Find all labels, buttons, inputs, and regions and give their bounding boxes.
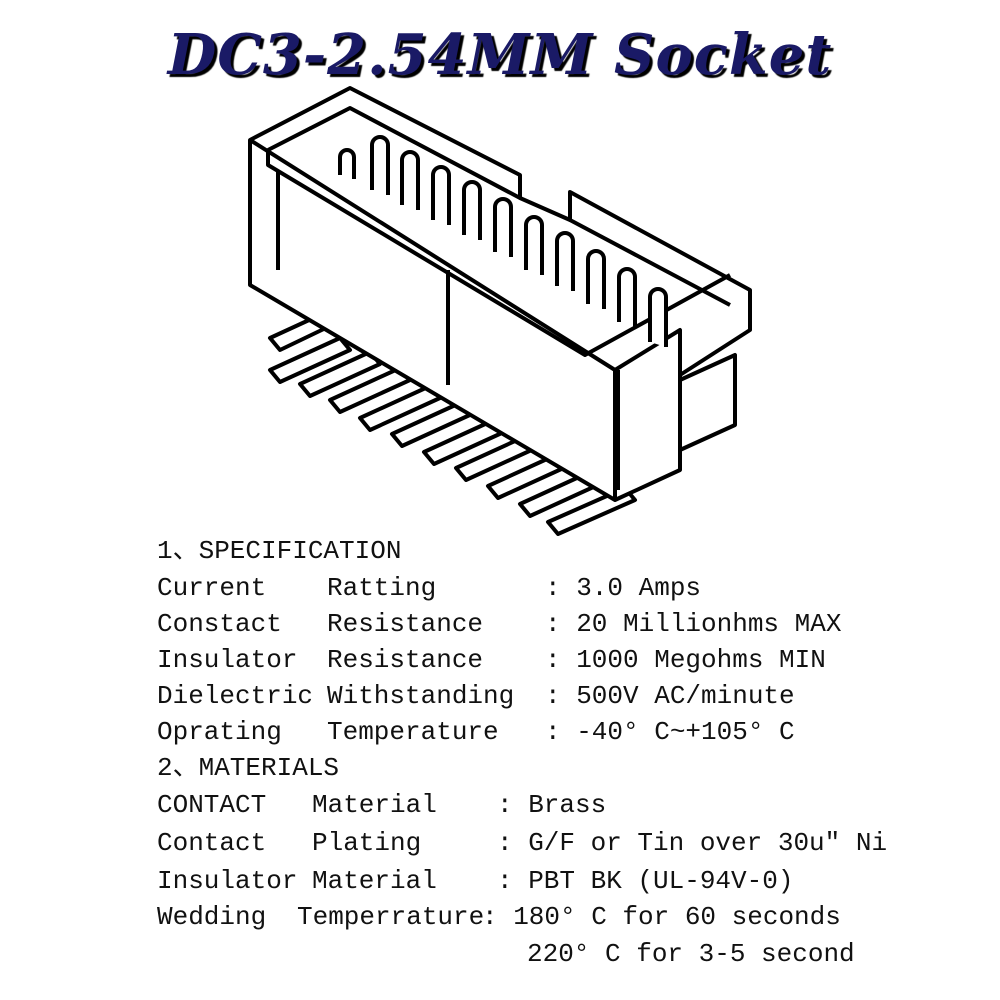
material-label: Wedding — [157, 902, 267, 932]
spec-value: : -40° C~+105° C — [545, 717, 795, 747]
spec-label: Temperature — [327, 717, 499, 747]
spec-label: Oprating — [157, 717, 282, 747]
spec-row: Current Ratting : 3.0 Amps — [157, 570, 701, 606]
spec-label: Withstanding — [327, 681, 515, 711]
material-value: : G/F or Tin over 30u″ Ni — [497, 828, 888, 858]
material-label: Plating — [312, 828, 422, 858]
spec-row: Dielectric Withstanding : 500V AC/minute — [157, 678, 795, 714]
material-row: Wedding Temperrature: 180° C for 60 secon… — [157, 899, 841, 935]
spec-row: Constact Resistance : 20 Millionhms MAX — [157, 606, 841, 642]
material-value: 220° C for 3-5 second — [527, 939, 855, 969]
spec-label: Resistance — [327, 609, 484, 639]
page-title: DC3-2.54MM Socket — [167, 22, 833, 88]
spec-value: : 20 Millionhms MAX — [545, 609, 842, 639]
spec-label: Dielectric — [157, 681, 314, 711]
spec-value: : 1000 Megohms MIN — [545, 645, 826, 675]
material-label: CONTACT — [157, 790, 267, 820]
material-label: Material — [312, 866, 437, 896]
materials-heading: 2、MATERIALS — [157, 753, 340, 783]
material-value: : PBT BK (UL-94V-0) — [497, 866, 794, 896]
material-value: : Brass — [497, 790, 607, 820]
spec-label: Ratting — [327, 573, 437, 603]
socket-connector-drawing — [248, 86, 752, 536]
material-row: Insulator Material : PBT BK (UL-94V-0) — [157, 863, 793, 899]
spec-label: Resistance — [327, 645, 484, 675]
material-row: Contact Plating : G/F or Tin over 30u″ Ni — [157, 825, 887, 861]
spec-label: Insulator — [157, 645, 298, 675]
material-row: CONTACT Material : Brass — [157, 787, 606, 823]
spec-heading: 1、SPECIFICATION — [157, 536, 402, 566]
spec-row: Insulator Resistance : 1000 Megohms MIN — [157, 642, 826, 678]
spec-row: Oprating Temperature : -40° C~+105° C — [157, 714, 795, 750]
material-label: Temperrature — [297, 902, 485, 932]
housing-outer — [248, 86, 752, 502]
material-value: : 180° C for 60 seconds — [482, 902, 841, 932]
spec-label: Constact — [157, 609, 282, 639]
spec-value: : 3.0 Amps — [545, 573, 702, 603]
spec-value: : 500V AC/minute — [545, 681, 795, 711]
upright-pins — [338, 135, 668, 347]
material-label: Contact — [157, 828, 267, 858]
material-label: Material — [312, 790, 437, 820]
material-label: Insulator — [157, 866, 298, 896]
spec-label: Current — [157, 573, 267, 603]
